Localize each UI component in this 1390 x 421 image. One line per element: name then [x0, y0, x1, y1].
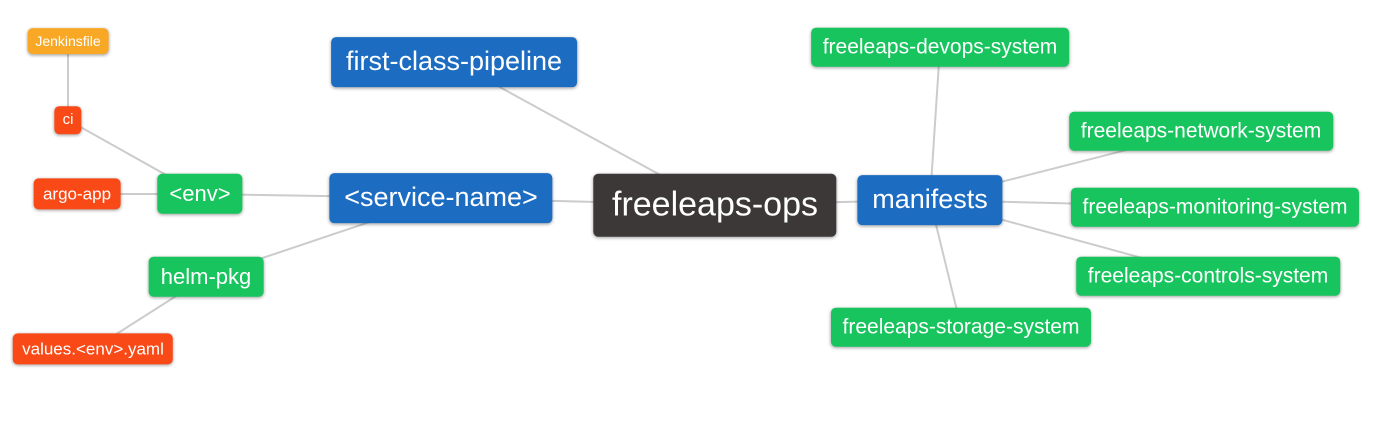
node-freeleaps-network-system[interactable]: freeleaps-network-system	[1069, 111, 1333, 151]
node-argo-app[interactable]: argo-app	[33, 178, 121, 210]
edge-manifests--freeleaps-devops-system	[929, 46, 941, 201]
node-service-name[interactable]: <service-name>	[329, 173, 553, 223]
node-env[interactable]: <env>	[157, 173, 243, 215]
node-manifests[interactable]: manifests	[857, 175, 1003, 225]
node-freeleaps-devops-system[interactable]: freeleaps-devops-system	[811, 27, 1069, 67]
node-values-env-yaml[interactable]: values.<env>.yaml	[12, 333, 174, 365]
node-freeleaps-storage-system[interactable]: freeleaps-storage-system	[830, 307, 1092, 347]
node-jenkinsfile[interactable]: Jenkinsfile	[27, 28, 109, 54]
node-freeleaps-controls-system[interactable]: freeleaps-controls-system	[1076, 256, 1340, 296]
node-freeleaps-ops[interactable]: freeleaps-ops	[593, 173, 837, 237]
node-helm-pkg[interactable]: helm-pkg	[148, 256, 264, 298]
node-ci[interactable]: ci	[54, 106, 82, 134]
node-freeleaps-monitoring-system[interactable]: freeleaps-monitoring-system	[1070, 187, 1360, 227]
node-first-class-pipeline[interactable]: first-class-pipeline	[331, 37, 577, 87]
